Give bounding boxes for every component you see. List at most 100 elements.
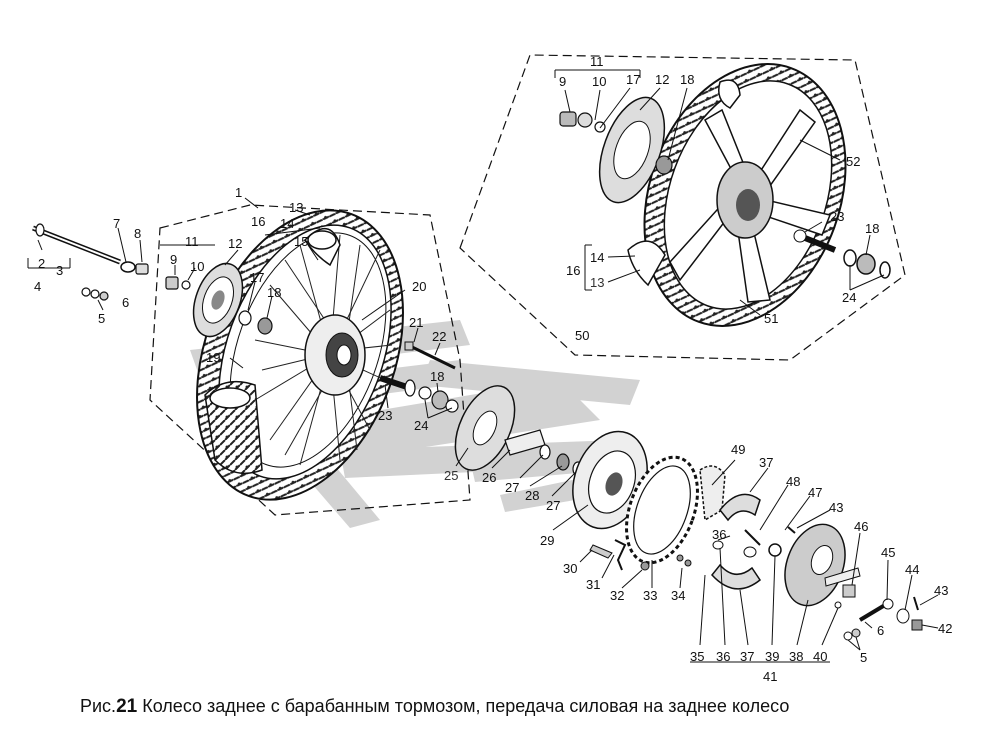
label-19: 19 [206, 350, 220, 365]
label-12-right: 12 [655, 72, 669, 87]
label-46: 46 [854, 519, 868, 534]
tube-13-14-right [627, 79, 741, 287]
label-18-mid: 18 [430, 369, 444, 384]
caption-number: 21 [116, 696, 138, 717]
label-16-right: 16 [566, 263, 580, 278]
label-18-right: 18 [865, 221, 879, 236]
label-49: 49 [731, 442, 745, 457]
label-37-b: 37 [740, 649, 754, 664]
brake-shoe-37-top [719, 493, 761, 522]
label-36-b: 36 [716, 649, 730, 664]
nut-9-10-right [559, 111, 606, 133]
label-23-right: 23 [830, 209, 844, 224]
axle-part [32, 223, 121, 265]
label-5-left: 5 [98, 311, 105, 326]
label-4: 4 [34, 279, 41, 294]
label-35: 35 [690, 649, 704, 664]
label-6-right: 6 [877, 623, 884, 638]
cast-wheel [643, 63, 847, 327]
label-14-right: 14 [590, 250, 604, 265]
label-44: 44 [905, 562, 919, 577]
label-45: 45 [881, 545, 895, 560]
label-10-right: 10 [592, 74, 606, 89]
bearing-18-24-left [418, 386, 459, 413]
tube-13-14 [304, 228, 341, 267]
brake-drum-29 [572, 430, 648, 530]
label-50: 50 [575, 328, 589, 343]
label-17-right: 17 [626, 72, 640, 87]
label-29: 29 [540, 533, 554, 548]
label-34: 34 [671, 588, 685, 603]
label-10-left: 10 [190, 259, 204, 274]
label-30: 30 [563, 561, 577, 576]
small-parts-30-32-34-36 [589, 539, 757, 571]
nut-46 [842, 584, 856, 598]
label-8: 8 [134, 226, 141, 241]
label-33: 33 [643, 588, 657, 603]
label-36-a: 36 [712, 527, 726, 542]
bearing-18-right-top [655, 155, 673, 175]
figure-caption: Рис.21 Колесо заднее с барабанным тормоз… [80, 696, 980, 718]
cover-25 [454, 385, 516, 471]
bolt-45-44-42 [858, 596, 923, 631]
label-16-left: 16 [251, 214, 265, 229]
label-9-left: 9 [170, 252, 177, 267]
axle-sleeve-23-right [793, 229, 837, 253]
label-11-left: 11 [185, 234, 199, 249]
label-41: 41 [763, 669, 777, 684]
washer-nut-7-8 [120, 261, 149, 275]
label-21: 21 [409, 315, 423, 330]
label-13-right: 13 [590, 275, 604, 290]
nut-9-10-left [165, 276, 191, 290]
label-1: 1 [235, 185, 242, 200]
bearing-18-left [257, 317, 273, 335]
label-2: 2 [38, 256, 45, 271]
label-24-right: 24 [842, 290, 856, 305]
caption-text: Колесо заднее с барабанным тормозом, пер… [137, 696, 790, 716]
label-3: 3 [56, 263, 63, 278]
label-17-left: 17 [250, 270, 264, 285]
label-13-left: 13 [289, 200, 303, 215]
brake-plate-38 [784, 523, 861, 609]
label-23-left: 23 [378, 408, 392, 423]
label-9-right: 9 [559, 74, 566, 89]
label-43-b: 43 [934, 583, 948, 598]
label-37-a: 37 [759, 455, 773, 470]
label-40: 40 [813, 649, 827, 664]
tyre-section-19 [204, 380, 263, 475]
dust-cover-12-right [598, 96, 666, 204]
label-24-left: 24 [414, 418, 428, 433]
label-7: 7 [113, 216, 120, 231]
label-27-a: 27 [505, 480, 519, 495]
label-48: 48 [786, 474, 800, 489]
label-32: 32 [610, 588, 624, 603]
nut-washer-5-6-right [843, 628, 861, 641]
exploded-wheel-diagram: 1 2 3 4 5 6 7 8 9 10 11 12 13 14 15 16 1… [27, 54, 952, 684]
label-15: 15 [294, 234, 308, 249]
label-22: 22 [432, 329, 446, 344]
label-11-right: 11 [590, 54, 604, 69]
bearing-24-right [843, 249, 891, 279]
label-51: 51 [764, 311, 778, 326]
chain-49 [699, 465, 726, 522]
label-31: 31 [586, 577, 600, 592]
label-38: 38 [789, 649, 803, 664]
axle-sleeve-23-left [379, 375, 416, 397]
sprocket-33 [625, 455, 699, 565]
part-labels: 1 2 3 4 5 6 7 8 9 10 11 12 13 14 15 16 1… [34, 54, 952, 684]
label-12-left: 12 [228, 236, 242, 251]
label-43-a: 43 [829, 500, 843, 515]
label-52: 52 [846, 154, 860, 169]
label-26: 26 [482, 470, 496, 485]
label-25: 25 [444, 468, 458, 483]
cast-wheel-boundary [459, 54, 906, 361]
label-27-b: 27 [546, 498, 560, 513]
label-18-right-top: 18 [680, 72, 694, 87]
label-20: 20 [412, 279, 426, 294]
spacer-17-left [238, 310, 252, 326]
brake-shoe-37-bottom [711, 563, 762, 590]
label-47: 47 [808, 485, 822, 500]
label-28: 28 [525, 488, 539, 503]
label-18-left: 18 [267, 285, 281, 300]
